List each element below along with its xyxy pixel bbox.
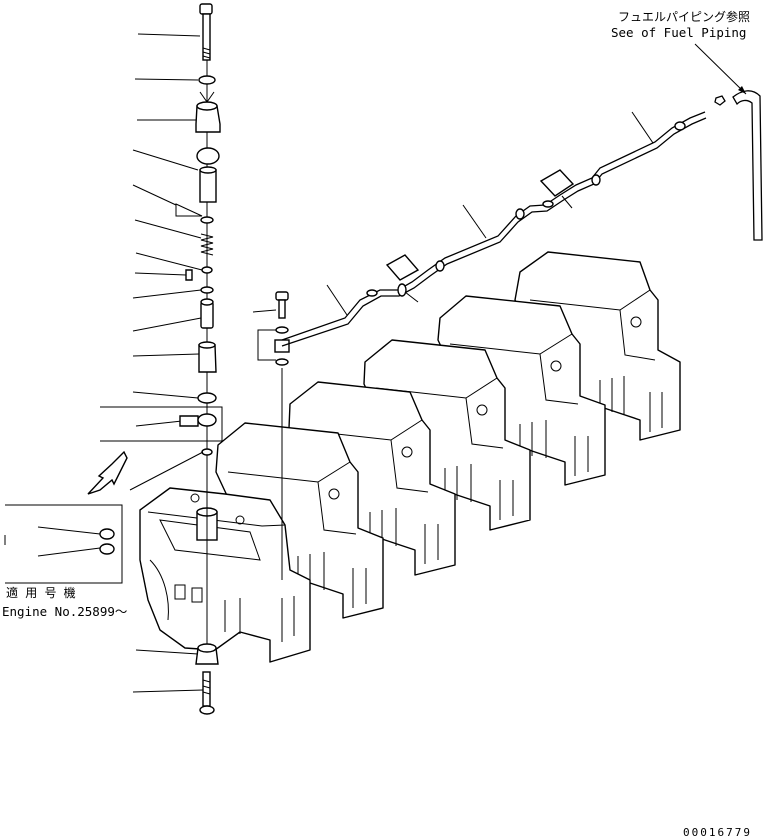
- drawing-number: 00016779: [683, 826, 752, 839]
- ring-part: [200, 216, 214, 224]
- fuel-leak-off-pipe: [281, 111, 707, 347]
- injector-body-part: [196, 147, 220, 203]
- pin-part: [185, 269, 193, 281]
- cylinder-head-block-5: [437, 295, 606, 486]
- exploded-parts-stack: [185, 3, 221, 715]
- fuel-return-pipe: [714, 90, 763, 241]
- stud-part: [199, 671, 215, 715]
- nozzle-nut-part: [198, 341, 217, 373]
- gasket-part: [197, 392, 217, 404]
- engine-number-label: Engine No.25899～: [2, 604, 127, 619]
- bolt-part: [199, 3, 213, 61]
- spring-part: [200, 233, 214, 256]
- spacer-part: [201, 266, 213, 274]
- applicability-label-jp: 適 用 号 機: [6, 585, 76, 600]
- clamp-part: [195, 91, 221, 133]
- washer-part: [198, 75, 216, 85]
- shim-part: [200, 286, 214, 294]
- fuel-piping-reference-en: See of Fuel Piping: [611, 25, 746, 40]
- inset-arrow: [87, 450, 128, 495]
- part-leader-lines: [129, 33, 204, 693]
- new-type-inset: [4, 504, 123, 584]
- previous-type-inset: [100, 406, 223, 442]
- nozzle-part: [200, 298, 214, 329]
- fuel-piping-reference-jp: フュエルパイピング参照: [618, 9, 750, 24]
- o-ring-part: [201, 448, 213, 456]
- cylinder-head-block-3: [288, 381, 456, 576]
- cylinder-head-block-1: [139, 487, 311, 663]
- fuel-piping-reference-pointer: [694, 43, 747, 95]
- lower-nut-part: [195, 643, 219, 665]
